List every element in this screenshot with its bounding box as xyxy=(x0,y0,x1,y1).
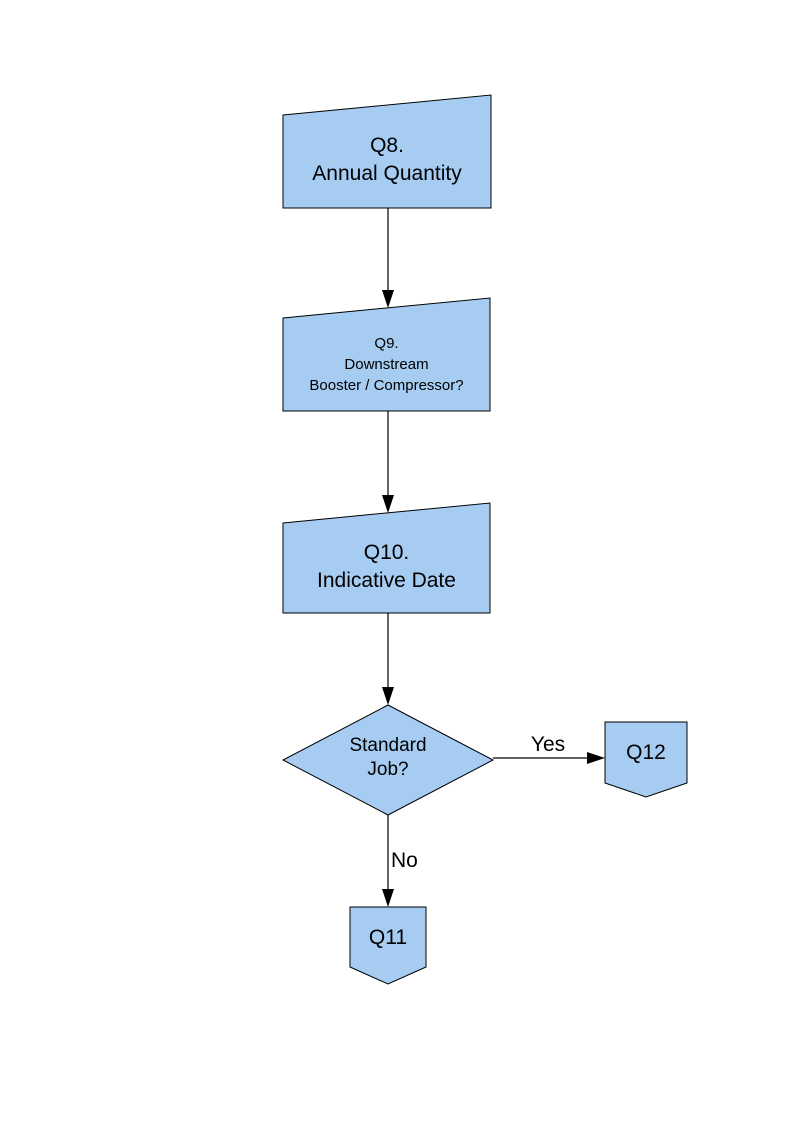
edge-label-yes-text: Yes xyxy=(530,733,566,756)
edge-label-no-text: No xyxy=(391,849,418,872)
connector-q12-text: Q12 xyxy=(626,740,666,764)
arrow-q8-to-q9 xyxy=(382,208,394,308)
connector-q12-shape xyxy=(604,721,688,798)
arrow-q10-to-decision xyxy=(382,613,394,705)
node-q9-label: Q9. Downstream Booster / Compressor? xyxy=(283,318,490,411)
node-q8-line2: Annual Quantity xyxy=(312,162,462,185)
node-q10-label: Q10. Indicative Date xyxy=(283,520,490,613)
connector-q11-shape xyxy=(349,906,427,985)
node-q9-line1: Q9. xyxy=(374,335,399,352)
node-q8-shape xyxy=(282,94,492,209)
arrow-decision-to-q12 xyxy=(493,752,605,764)
node-q8-line1: Q8. xyxy=(370,134,404,157)
node-q9-shape xyxy=(282,297,491,412)
node-q10-line2: Indicative Date xyxy=(317,568,456,592)
node-q10-line1: Q10. xyxy=(363,540,410,564)
arrow-q9-to-q10-head xyxy=(382,495,394,513)
node-q8-label: Q8. Annual Quantity xyxy=(283,112,491,208)
edge-label-no: No xyxy=(391,848,461,874)
arrow-decision-to-q11 xyxy=(382,815,394,907)
edge-label-yes: Yes xyxy=(503,731,593,759)
connector-q11-text: Q11 xyxy=(368,926,408,949)
decision-standard-job-label: Standard Job? xyxy=(283,703,493,813)
node-q9-line3: Booster / Compressor? xyxy=(309,377,464,394)
arrow-q10-to-decision-head xyxy=(382,687,394,705)
node-q10-shape xyxy=(282,502,491,614)
connector-q11-label: Q11 xyxy=(350,907,426,969)
decision-line2: Job? xyxy=(367,759,409,780)
node-q9-line2: Downstream xyxy=(344,356,429,373)
decision-line1: Standard xyxy=(349,735,427,756)
arrow-decision-to-q11-head xyxy=(382,889,394,907)
arrow-decision-to-q12-head xyxy=(587,752,605,764)
connector-q12-label: Q12 xyxy=(605,722,687,783)
arrow-q9-to-q10 xyxy=(382,411,394,513)
arrow-q8-to-q9-head xyxy=(382,290,394,308)
